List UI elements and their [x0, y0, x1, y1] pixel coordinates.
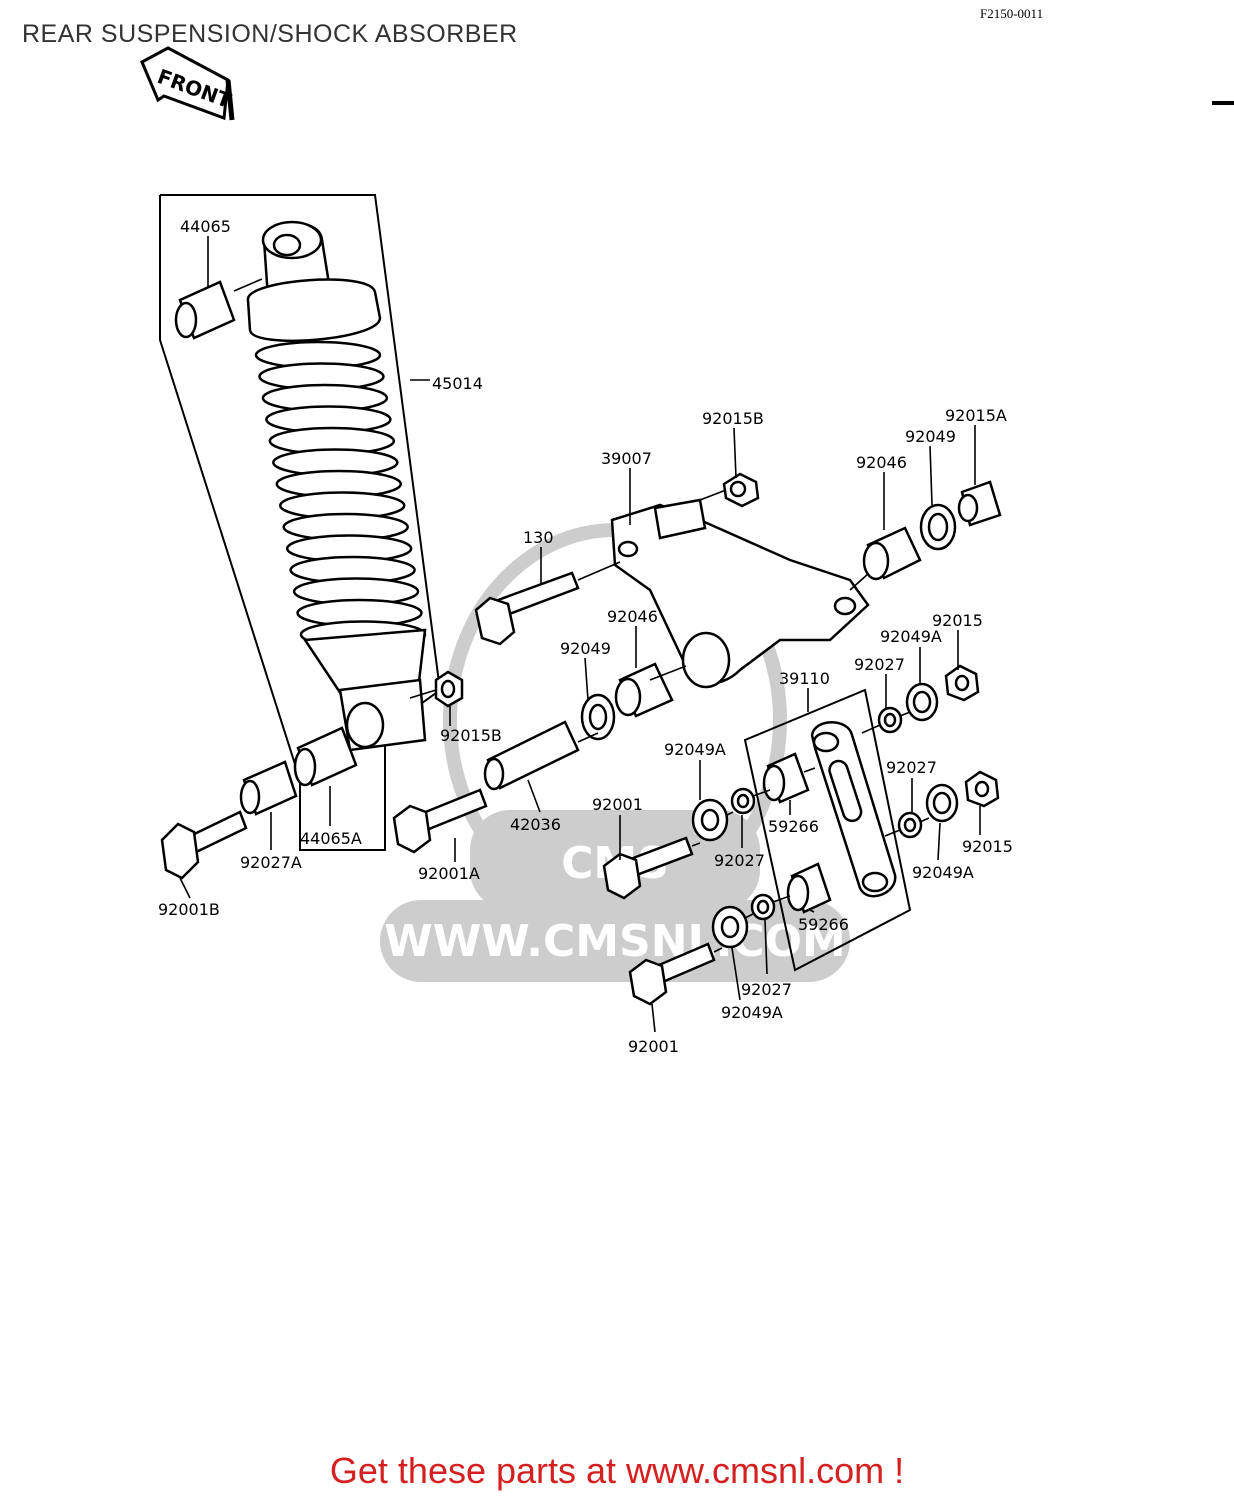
- label-92015-top: 92015: [932, 611, 983, 630]
- bolt-92001b: [160, 810, 248, 880]
- label-92049a-2: 92049A: [664, 740, 726, 759]
- leader-lines: [179, 236, 981, 1033]
- bearing-92046-right: [862, 526, 922, 581]
- seal-92049a-c: [925, 783, 959, 823]
- bushing-92027-b: [730, 787, 756, 815]
- spring-coils: [254, 340, 427, 649]
- bushing-92027-d: [750, 893, 776, 921]
- label-92015b-mid: 92015B: [440, 726, 502, 745]
- watermark-site: WWW.CMSNL.COM: [384, 916, 846, 967]
- label-92049-left: 92049: [560, 639, 611, 658]
- part-number-labels: 44065 45014 92015B 39007 92015A 92049 92…: [158, 217, 1013, 1056]
- label-92001a: 92001A: [418, 864, 480, 883]
- label-39007: 39007: [601, 449, 652, 468]
- label-92015a: 92015A: [945, 406, 1007, 425]
- collar-92027a: [239, 760, 298, 816]
- cap-92015a: [957, 480, 1002, 527]
- seal-92049-right: [919, 503, 957, 551]
- front-direction-arrow: FRONT: [140, 46, 235, 121]
- shock-absorber: [246, 220, 427, 752]
- seal-92049-left: [580, 693, 616, 741]
- label-92049-right: 92049: [905, 427, 956, 446]
- bushing-92027-c: [897, 811, 923, 839]
- nut-92015b-shock: [434, 670, 464, 708]
- label-42036: 42036: [510, 815, 561, 834]
- label-92027-3: 92027: [714, 851, 765, 870]
- label-92046-left: 92046: [607, 607, 658, 626]
- label-39110: 39110: [779, 669, 830, 688]
- tie-rod-39110: [810, 721, 897, 898]
- label-92027-1: 92027: [854, 655, 905, 674]
- bolt-130: [474, 571, 580, 646]
- shock-assembly-outline: [159, 194, 442, 851]
- lower-bushing: [293, 726, 358, 787]
- nut-92015b-top: [722, 472, 760, 508]
- seal-92049a-b: [691, 798, 729, 842]
- collar-59266-lower: [786, 862, 832, 914]
- label-92049a-4: 92049A: [721, 1003, 783, 1022]
- diagram-code: F2150-0011: [980, 6, 1044, 21]
- label-92001b: 92001B: [158, 900, 220, 919]
- footer-link[interactable]: Get these parts at www.cmsnl.com !: [329, 1450, 905, 1491]
- label-59266-1: 59266: [768, 817, 819, 836]
- label-92046-right: 92046: [856, 453, 907, 472]
- label-92001-1: 92001: [592, 795, 643, 814]
- bolt-92001-lower: [628, 942, 716, 1006]
- upper-bushing: [174, 280, 236, 340]
- bushing-92027-a: [877, 706, 903, 734]
- seal-92049a-a: [905, 682, 939, 722]
- label-92049a-1: 92049A: [880, 627, 942, 646]
- label-92027-4: 92027: [741, 980, 792, 999]
- center-lines: [233, 278, 930, 953]
- bearing-92046-left: [614, 662, 674, 718]
- bolt-92001a: [392, 788, 488, 854]
- label-92015-bot: 92015: [962, 837, 1013, 856]
- label-44065: 44065: [180, 217, 231, 236]
- label-92001-2: 92001: [628, 1037, 679, 1056]
- sleeve-42036: [483, 720, 580, 791]
- tie-rod-assembly-outline: [743, 688, 912, 972]
- label-130: 130: [523, 528, 554, 547]
- collar-59266-upper: [762, 752, 810, 804]
- nut-92015-upper: [944, 664, 980, 702]
- label-45014: 45014: [432, 374, 483, 393]
- nut-92015-lower: [964, 770, 1000, 808]
- label-92027a: 92027A: [240, 853, 302, 872]
- page-title: REAR SUSPENSION/SHOCK ABSORBER: [22, 20, 518, 48]
- exploded-parts-diagram: CMS WWW.CMSNL.COM FRONT: [140, 46, 1234, 1056]
- label-44065a: 44065A: [300, 829, 362, 848]
- label-59266-2: 59266: [798, 915, 849, 934]
- seal-92049a-d: [711, 905, 749, 949]
- label-92027-2: 92027: [886, 758, 937, 777]
- rocker-arm-39007: [610, 498, 870, 689]
- label-92015b-top: 92015B: [702, 409, 764, 428]
- label-92049a-3: 92049A: [912, 863, 974, 882]
